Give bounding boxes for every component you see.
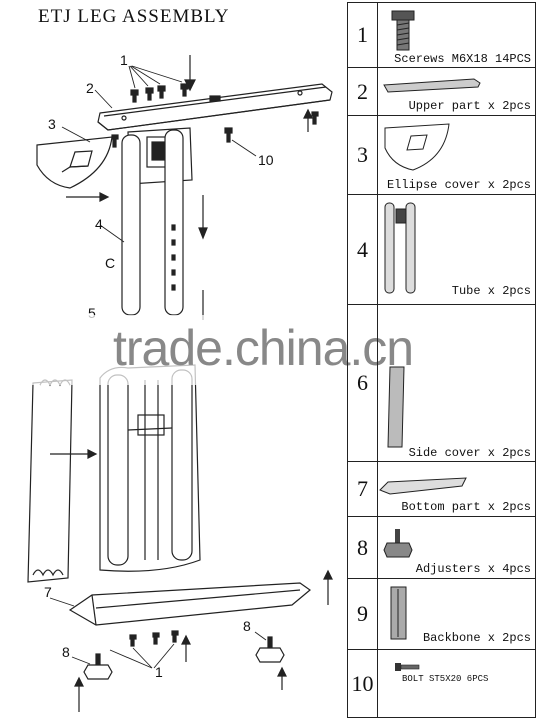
arrow-up-icon [303, 108, 319, 132]
callout-3: 3 [48, 116, 56, 132]
tube-icon [384, 202, 416, 294]
arrow-up-icon [74, 676, 84, 712]
upper-part [97, 83, 333, 131]
tube-assembly [121, 127, 193, 316]
ellipse-cover-icon [384, 123, 450, 171]
adjuster-left [83, 653, 113, 680]
part-row-7: 7 Bottom part x 2pcs [348, 462, 535, 517]
part-number: 2 [348, 68, 378, 115]
screw-group-top [130, 83, 189, 103]
callout-10: 10 [258, 152, 274, 168]
screw-icon [391, 10, 415, 51]
part-row-6: 6 Side cover x 2pcs [348, 305, 535, 462]
callout-2: 2 [86, 80, 94, 96]
arrow-down-icon [198, 195, 208, 240]
adjuster-icon [383, 529, 413, 558]
part-row-8: 8 Adjusters x 4pcs [348, 517, 535, 579]
part-label: Scerews M6X18 14PCS [394, 52, 531, 66]
exploded-view [27, 55, 333, 712]
part-label: Backbone x 2pcs [422, 631, 531, 645]
watermark-text: trade.china.cn [113, 320, 414, 376]
part-number: 9 [348, 579, 378, 649]
parts-list: 1 Scerews M6X18 14PCS 2 Upper part x 2pc… [347, 2, 536, 718]
part-row-2: 2 Upper part x 2pcs [348, 68, 535, 116]
callout-1-top: 1 [120, 52, 128, 68]
callout-5: 5 [88, 305, 96, 321]
part-row-10: 10 BOLT ST5X20 6PCS [348, 650, 535, 717]
part-row-9: 9 Backbone x 2pcs [348, 579, 535, 650]
arrow-right-icon [66, 192, 110, 202]
watermark-band: trade.china.cn [0, 315, 538, 385]
part-number: 8 [348, 517, 378, 578]
leg-body [99, 364, 201, 572]
part-number: 10 [348, 650, 378, 717]
callout-4: 4 [95, 216, 103, 232]
upper-part-icon [383, 78, 481, 93]
arrow-up-icon [181, 634, 191, 662]
adjuster-right [255, 636, 285, 663]
part-row-1: 1 Scerews M6X18 14PCS [348, 3, 535, 68]
bottom-part [68, 582, 311, 626]
callout-7: 7 [44, 584, 52, 600]
part-label: Side cover x 2pcs [408, 446, 531, 460]
part-number: 4 [348, 195, 378, 304]
part-number: 7 [348, 462, 378, 516]
part-number: 3 [348, 116, 378, 194]
arrow-up-icon [277, 666, 287, 690]
part-label: Ellipse cover x 2pcs [386, 178, 531, 192]
side-cover-icon [387, 366, 405, 448]
part-label: Adjusters x 4pcs [415, 562, 531, 576]
part-row-3: 3 Ellipse cover x 2pcs [348, 116, 535, 195]
callout-c: C [105, 255, 116, 271]
arrow-up-icon [323, 569, 333, 605]
callout-8-right: 8 [243, 618, 251, 634]
arrow-right-icon [50, 449, 98, 459]
diagram-title: ETJ LEG ASSEMBLY [38, 6, 230, 27]
part-number: 1 [348, 3, 378, 67]
callout-1-bottom: 1 [155, 664, 163, 680]
side-cover [27, 379, 73, 583]
bolt-icon [395, 663, 420, 671]
part-label: Upper part x 2pcs [408, 99, 531, 113]
part-number: 6 [348, 305, 378, 461]
part-label: Tube x 2pcs [451, 284, 531, 298]
part-label: Bottom part x 2pcs [401, 500, 531, 514]
backbone-icon [390, 586, 407, 640]
callout-8-left: 8 [62, 644, 70, 660]
ellipse-cover [36, 136, 113, 189]
bottom-part-icon [379, 477, 467, 495]
part-label: BOLT ST5X20 6PCS [402, 674, 489, 684]
part-row-4: 4 Tube x 2pcs [348, 195, 535, 305]
